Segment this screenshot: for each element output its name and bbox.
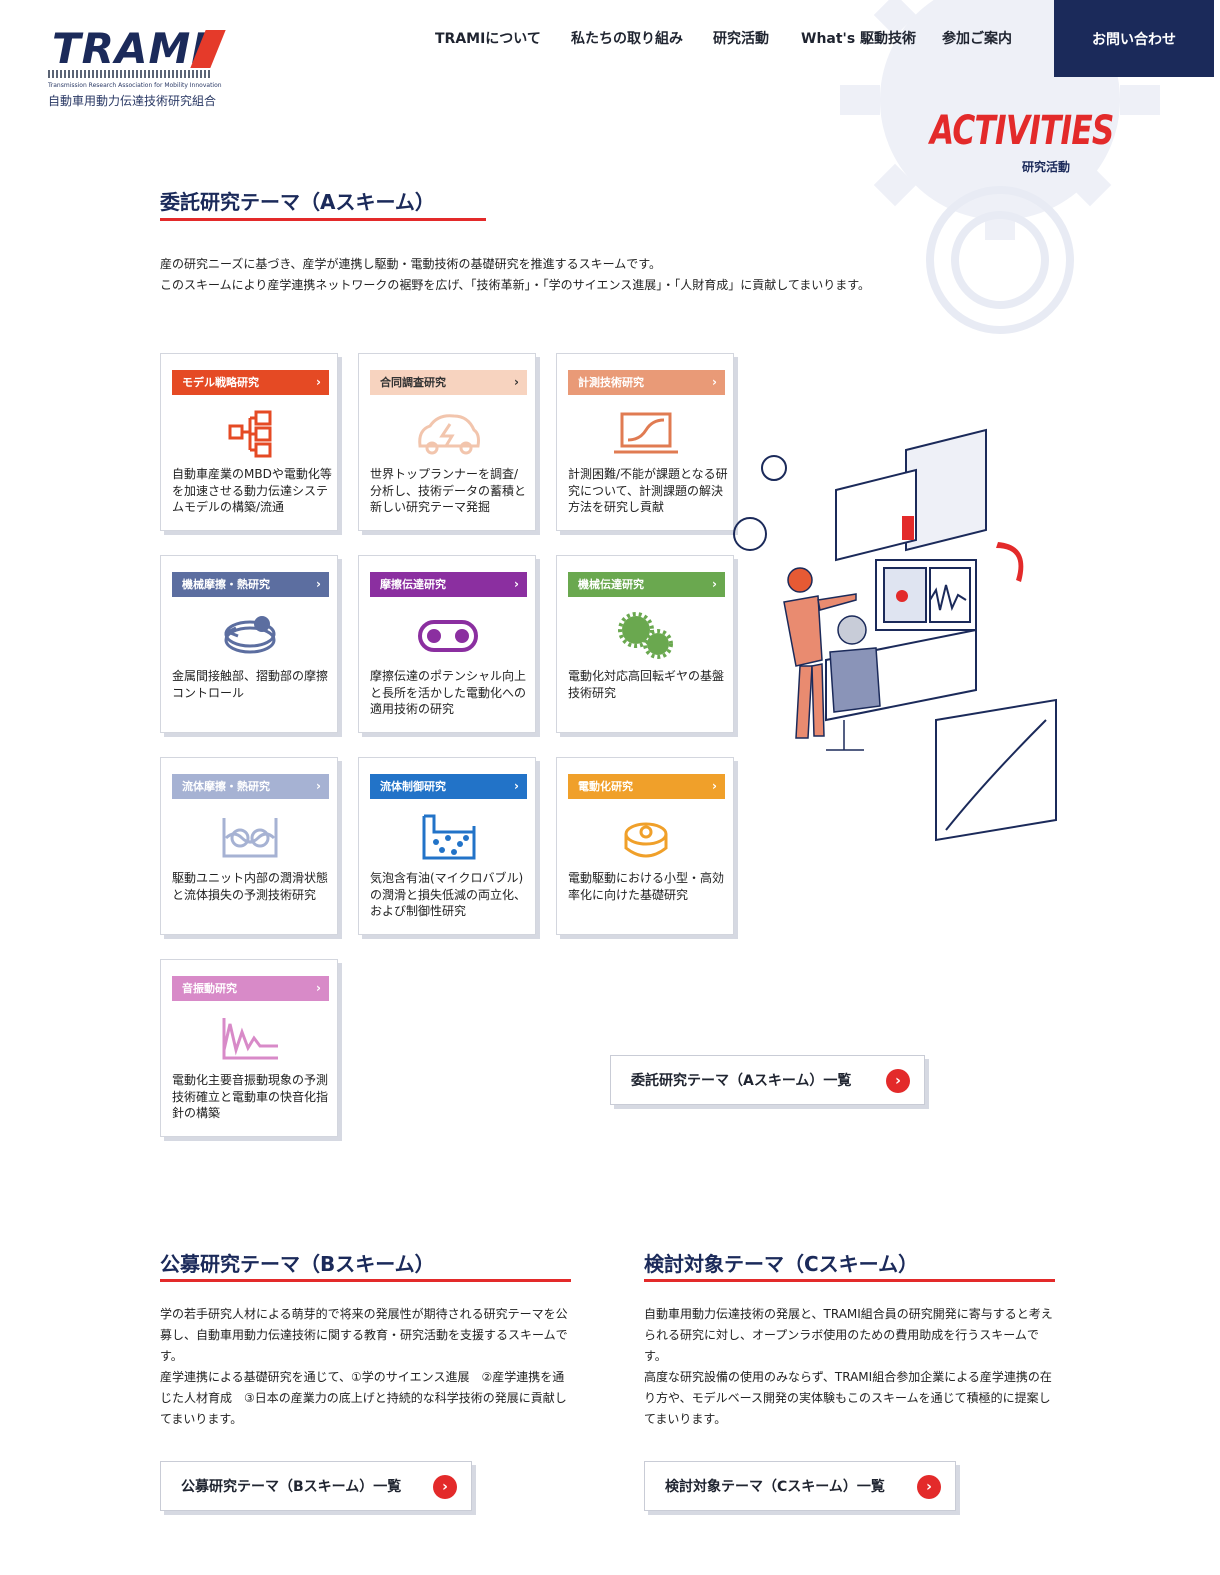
card-sound-vibration[interactable]: 音振動研究› 電動化主要音振動現象の予測技術確立と電動車の快音化指針の構築 <box>160 959 338 1137</box>
scheme-b-line: じた人材育成 ③日本の産業力の底上げと持続的な科学技術の発展に貢献し <box>160 1391 567 1405</box>
scheme-c-line: り方や、モデルベース開発の実体験もこのスキームを通じて積極的に提案し <box>644 1391 1051 1405</box>
scheme-b-title: 公募研究テーマ（Bスキーム） <box>160 1252 435 1276</box>
card-mechanical-transmission[interactable]: 機械伝達研究› 電動化対応高回転ギヤの基盤技術研究 <box>556 555 734 733</box>
contact-button[interactable]: お問い合わせ <box>1054 0 1214 77</box>
card-tag: モデル戦略研究› <box>172 370 329 395</box>
nav-item-initiatives[interactable]: 私たちの取り組み <box>571 31 683 47</box>
card-description: 金属間接触部、摺動部の摩擦コントロール <box>172 669 329 700</box>
card-tag: 機械伝達研究› <box>568 572 725 597</box>
card-tag: 摩擦伝達研究› <box>370 572 527 597</box>
hero-subtitle: 研究活動 <box>1022 160 1071 174</box>
motor-icon <box>624 822 668 858</box>
card-description: 電動駆動における小型・高効率化に向けた基礎研究 <box>568 871 725 902</box>
nav-item-join[interactable]: 参加ご案内 <box>942 31 1012 47</box>
card-tag: 電動化研究› <box>568 774 725 799</box>
scheme-c-title: 検討対象テーマ（Cスキーム） <box>644 1252 919 1276</box>
card-model-strategy[interactable]: モデル戦略研究› 自動車産業のMBDや電動化等を加速させる動力伝達システムモデル… <box>160 353 338 531</box>
scheme-b-line: す。 <box>160 1349 183 1363</box>
block-diagram-icon <box>228 410 272 458</box>
card-description: 摩擦伝達のポテンシャル向上と長所を活かした電動化への適用技術の研究 <box>370 669 527 716</box>
lab-illustration <box>733 428 1057 842</box>
vibration-wave-icon <box>222 1018 278 1060</box>
logo-subtitle: Transmission Research Association for Mo… <box>48 82 222 89</box>
card-description: 世界トップランナーを調査/分析し、技術データの蓄積と新しい研究テーマ発掘 <box>370 467 527 514</box>
arrow-right-icon: › <box>917 1475 941 1499</box>
arrow-right-icon: › <box>886 1069 910 1093</box>
logo-wordmark: TRAMI <box>52 24 208 73</box>
scheme-a-line: 産の研究ニーズに基づき、産学が連携し駆動・電動技術の基礎研究を推進するスキームで… <box>160 257 662 271</box>
scheme-c-line: 自動車用動力伝達技術の発展と、TRAMI組合員の研究開発に寄与すると考え <box>644 1307 1053 1321</box>
scheme-a-underline <box>160 218 486 221</box>
nav-item-drive-tech[interactable]: What's 駆動技術 <box>801 31 917 47</box>
scheme-b-list-button[interactable]: 公募研究テーマ（Bスキーム）一覧 › <box>160 1461 472 1511</box>
card-description: 電動化対応高回転ギヤの基盤技術研究 <box>568 669 725 700</box>
belt-pulley-icon <box>418 620 478 652</box>
logo-jp-name: 自動車用動力伝達技術研究組合 <box>48 94 217 108</box>
card-fluid-control[interactable]: 流体制御研究› 気泡含有油(マイクロバブル)の潤滑と損失低減の両立化、および制御… <box>358 757 536 935</box>
card-tag: 計測技術研究› <box>568 370 725 395</box>
scheme-a-list-button[interactable]: 委託研究テーマ（Aスキーム）一覧 › <box>610 1055 925 1105</box>
card-description: 計測困難/不能が課題となる研究について、計測課題の解決方法を研究し貢献 <box>568 467 728 514</box>
scheme-b-line: てまいります。 <box>160 1412 243 1426</box>
card-tag: 音振動研究› <box>172 976 329 1001</box>
fluid-gear-icon <box>222 818 278 858</box>
nav-item-research[interactable]: 研究活動 <box>713 31 769 47</box>
logo-stripe-bar <box>48 70 212 78</box>
card-description: 電動化主要音振動現象の予測技術確立と電動車の快音化指針の構築 <box>172 1073 329 1120</box>
laptop-graph-icon <box>614 412 678 454</box>
scheme-c-line: てまいります。 <box>644 1412 727 1426</box>
card-tag: 流体制御研究› <box>370 774 527 799</box>
nav-item-about[interactable]: TRAMIについて <box>435 31 541 47</box>
card-description: 駆動ユニット内部の潤滑状態と流体損失の予測技術研究 <box>172 871 329 902</box>
card-electrification[interactable]: 電動化研究› 電動駆動における小型・高効率化に向けた基礎研究 <box>556 757 734 935</box>
card-mechanical-friction[interactable]: 機械摩擦・熱研究› 金属間接触部、摺動部の摩擦コントロール <box>160 555 338 733</box>
trami-logo[interactable]: TRAMI Transmission Research Association … <box>48 26 228 116</box>
card-friction-transmission[interactable]: 摩擦伝達研究› 摩擦伝達のポテンシャル向上と長所を活かした電動化への適用技術の研… <box>358 555 536 733</box>
scheme-c-underline <box>644 1279 1055 1282</box>
card-tag: 機械摩擦・熱研究› <box>172 572 329 597</box>
car-bolt-icon <box>418 414 480 455</box>
card-fluid-friction[interactable]: 流体摩擦・熱研究› 駆動ユニット内部の潤滑状態と流体損失の予測技術研究 <box>160 757 338 935</box>
scheme-c-line: す。 <box>644 1349 667 1363</box>
card-tag: 流体摩擦・熱研究› <box>172 774 329 799</box>
card-measurement-tech[interactable]: 計測技術研究› 計測困難/不能が課題となる研究について、計測課題の解決方法を研究… <box>556 353 734 531</box>
scheme-a-line: このスキームにより産学連携ネットワークの裾野を広げ、「技術革新」・「学のサイエン… <box>160 278 871 292</box>
bearing-ring-icon <box>224 616 276 654</box>
scheme-b-line: 産学連携による基礎研究を通じて、①学のサイエンス進展 ②産学連携を通 <box>160 1370 565 1384</box>
card-description: 気泡含有油(マイクロバブル)の潤滑と損失低減の両立化、および制御性研究 <box>370 871 527 918</box>
bubble-tank-icon <box>422 814 476 860</box>
card-tag: 合同調査研究› <box>370 370 527 395</box>
scheme-c-list-button[interactable]: 検討対象テーマ（Cスキーム）一覧 › <box>644 1461 956 1511</box>
arrow-right-icon: › <box>433 1475 457 1499</box>
scheme-b-line: 学の若手研究人材による萌芽的で将来の発展性が期待される研究テーマを公 <box>160 1307 568 1321</box>
scheme-c-line: 高度な研究設備の使用のみならず、TRAMI組合参加企業による産学連携の在 <box>644 1370 1052 1384</box>
scheme-a-description: 産の研究ニーズに基づき、産学が連携し駆動・電動技術の基礎研究を推進するスキームで… <box>160 254 940 296</box>
scheme-b-line: 募し、自動車用動力伝達技術に関する教育・研究活動を支援するスキームで <box>160 1328 568 1342</box>
scheme-c-line: られる研究に対し、オープンラボ使用のための費用助成を行うスキームで <box>644 1328 1039 1342</box>
card-joint-survey[interactable]: 合同調査研究› 世界トップランナーを調査/分析し、技術データの蓄積と新しい研究テ… <box>358 353 536 531</box>
gears-icon <box>618 612 673 659</box>
scheme-a-title: 委託研究テーマ（Aスキーム） <box>160 190 435 214</box>
scheme-b-underline <box>160 1279 571 1282</box>
scheme-b-description: 学の若手研究人材による萌芽的で将来の発展性が期待される研究テーマを公 募し、自動… <box>160 1304 580 1430</box>
scheme-c-description: 自動車用動力伝達技術の発展と、TRAMI組合員の研究開発に寄与すると考え られる… <box>644 1304 1064 1430</box>
hero-title: ACTIVITIES <box>930 108 1114 154</box>
card-description: 自動車産業のMBDや電動化等を加速させる動力伝達システムモデルの構築/流通 <box>172 467 332 514</box>
